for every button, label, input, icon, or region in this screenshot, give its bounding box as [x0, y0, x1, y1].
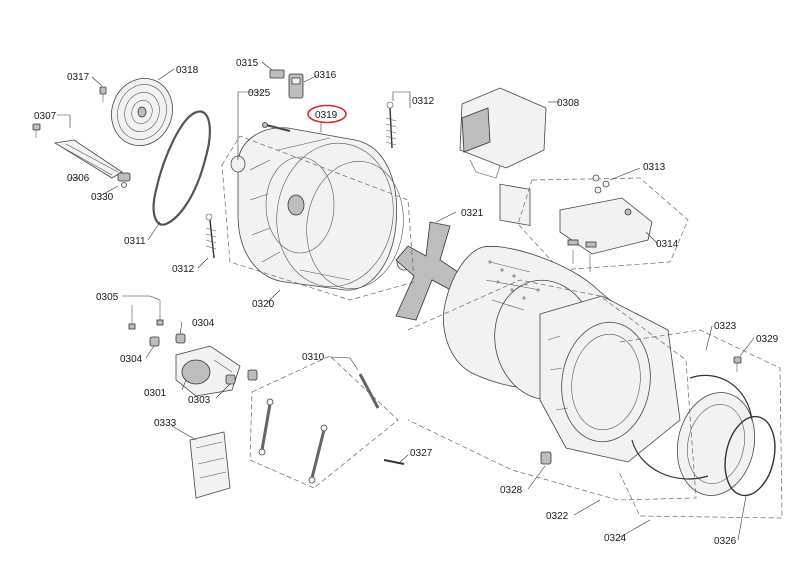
callout-0304-right[interactable]: 0304 — [192, 318, 215, 329]
highlight-ring-0319 — [307, 104, 347, 124]
suspension-spring-0312-lower[interactable] — [205, 213, 217, 259]
drive-belt-0311[interactable] — [152, 110, 211, 226]
suspension-spring-0312-upper[interactable] — [385, 101, 397, 149]
callout-0326[interactable]: 0326 — [714, 536, 737, 547]
tub-gasket-ring[interactable] — [299, 155, 412, 295]
callout-0311[interactable]: 0311 — [124, 236, 146, 247]
callout-0320[interactable]: 0320 — [252, 299, 275, 310]
heater-screw-0307[interactable] — [32, 123, 41, 138]
callout-0318[interactable]: 0318 — [176, 65, 199, 76]
clamp-spring-0323[interactable] — [631, 374, 753, 480]
dashed-group-0322 — [407, 279, 697, 501]
callout-0323[interactable]: 0323 — [714, 321, 737, 332]
callout-0317[interactable]: 0317 — [67, 72, 90, 83]
callout-0305[interactable]: 0305 — [96, 292, 119, 303]
dashed-group-0325 — [221, 135, 415, 301]
callout-0304-left[interactable]: 0304 — [120, 354, 143, 365]
callout-0322[interactable]: 0322 — [546, 511, 569, 522]
pulley-screw-0317[interactable] — [99, 86, 107, 102]
callout-0333[interactable]: 0333 — [154, 418, 177, 429]
callout-0313[interactable]: 0313 — [643, 162, 666, 173]
callout-0324[interactable]: 0324 — [604, 533, 627, 544]
rear-tub-0325[interactable] — [237, 127, 402, 295]
motor-control-board-0333[interactable] — [189, 431, 231, 499]
bracket-0315[interactable] — [269, 69, 285, 79]
callout-0325[interactable]: 0325 — [248, 88, 271, 99]
screw-0329[interactable] — [733, 356, 742, 372]
leader-lines — [57, 61, 755, 541]
ntc-sensor-0330[interactable] — [117, 172, 131, 188]
callout-0306[interactable]: 0306 — [67, 173, 90, 184]
pin-0327[interactable] — [383, 459, 405, 465]
door-lock-part-0328[interactable] — [540, 451, 552, 465]
bushings-0304[interactable] — [149, 333, 186, 347]
callout-0308[interactable]: 0308 — [557, 98, 580, 109]
motor-parts-0303[interactable] — [225, 369, 258, 385]
tub-screw-0319[interactable] — [262, 122, 291, 132]
shock-absorbers-0310[interactable] — [258, 373, 380, 484]
heating-element-0306[interactable] — [53, 139, 123, 179]
callout-0327[interactable]: 0327 — [410, 448, 433, 459]
fixing-set-0313[interactable] — [567, 174, 610, 272]
callout-0321[interactable]: 0321 — [461, 208, 484, 219]
callout-0301[interactable]: 0301 — [144, 388, 167, 399]
callout-0316[interactable]: 0316 — [314, 70, 337, 81]
callout-0329[interactable]: 0329 — [756, 334, 779, 345]
callout-0319[interactable]: 0319 — [315, 110, 338, 121]
drum-pulley-0318[interactable] — [102, 70, 182, 154]
dashed-group-0313 — [517, 177, 689, 271]
connector-block-0316[interactable] — [288, 73, 304, 99]
screws-0305[interactable] — [128, 300, 164, 330]
callout-0307[interactable]: 0307 — [34, 111, 57, 122]
callout-0330[interactable]: 0330 — [91, 192, 114, 203]
callout-0328[interactable]: 0328 — [500, 485, 523, 496]
callout-0310[interactable]: 0310 — [302, 352, 325, 363]
callout-0303[interactable]: 0303 — [188, 395, 211, 406]
dashed-group-0323 — [617, 329, 783, 519]
cover-plate-0314[interactable] — [559, 197, 653, 255]
dashed-group-0310 — [249, 355, 399, 489]
callout-0312-upper[interactable]: 0312 — [412, 96, 435, 107]
door-seal-0324[interactable] — [668, 385, 764, 503]
callout-0314[interactable]: 0314 — [656, 239, 679, 250]
drum-cross-0321[interactable] — [395, 221, 471, 321]
callout-0312-lower[interactable]: 0312 — [172, 264, 195, 275]
callout-0315[interactable]: 0315 — [236, 58, 259, 69]
control-module-0308[interactable] — [459, 87, 547, 226]
motor-0301[interactable] — [175, 345, 241, 397]
clamp-ring-0326[interactable] — [718, 412, 782, 500]
front-tub-0322[interactable] — [539, 295, 681, 463]
